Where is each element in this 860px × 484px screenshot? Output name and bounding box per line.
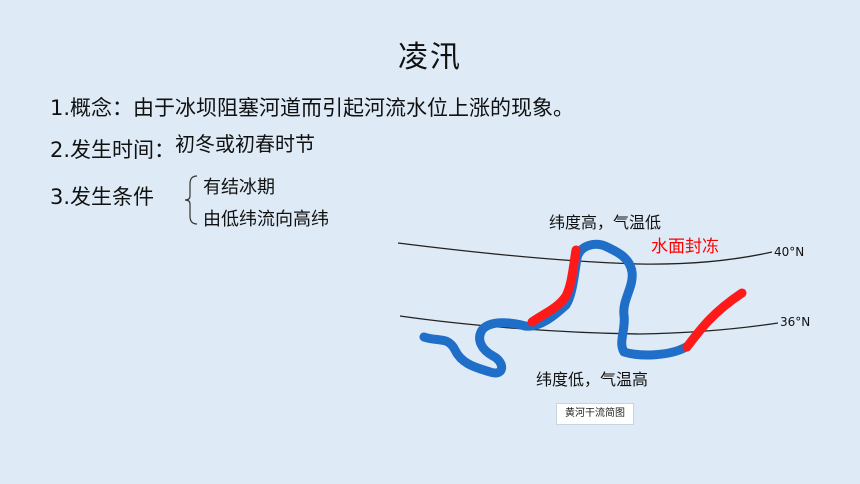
time-label: 2.发生时间： (50, 138, 176, 162)
map-caption: 黄河干流简图 (556, 403, 634, 425)
condition-item-1: 有结冰期 (203, 177, 275, 198)
upper-note: 纬度高，气温低 (549, 213, 661, 232)
lower-note: 纬度低，气温高 (536, 370, 648, 389)
freeze-note: 水面封冻 (651, 237, 719, 257)
condition-brace-icon (184, 175, 198, 225)
condition-line: 3.发生条件 (50, 185, 155, 209)
time-value: 初冬或初春时节 (175, 132, 316, 156)
lat-lower-label: 36°N (780, 315, 810, 329)
condition-item-2: 由低纬流向高纬 (203, 209, 329, 230)
frozen-segment-upper (527, 245, 581, 327)
lat-upper-label: 40°N (774, 245, 804, 259)
page-title: 凌汛 (398, 40, 462, 75)
river-path (419, 239, 691, 378)
time-line: 2.发生时间：初冬或初春时节 (50, 132, 316, 164)
frozen-segment-lower (682, 288, 747, 352)
concept-line: 1.概念：由于冰坝阻塞河道而引起河流水位上涨的现象。 (50, 96, 575, 120)
latitude-line-36n (399, 315, 779, 335)
